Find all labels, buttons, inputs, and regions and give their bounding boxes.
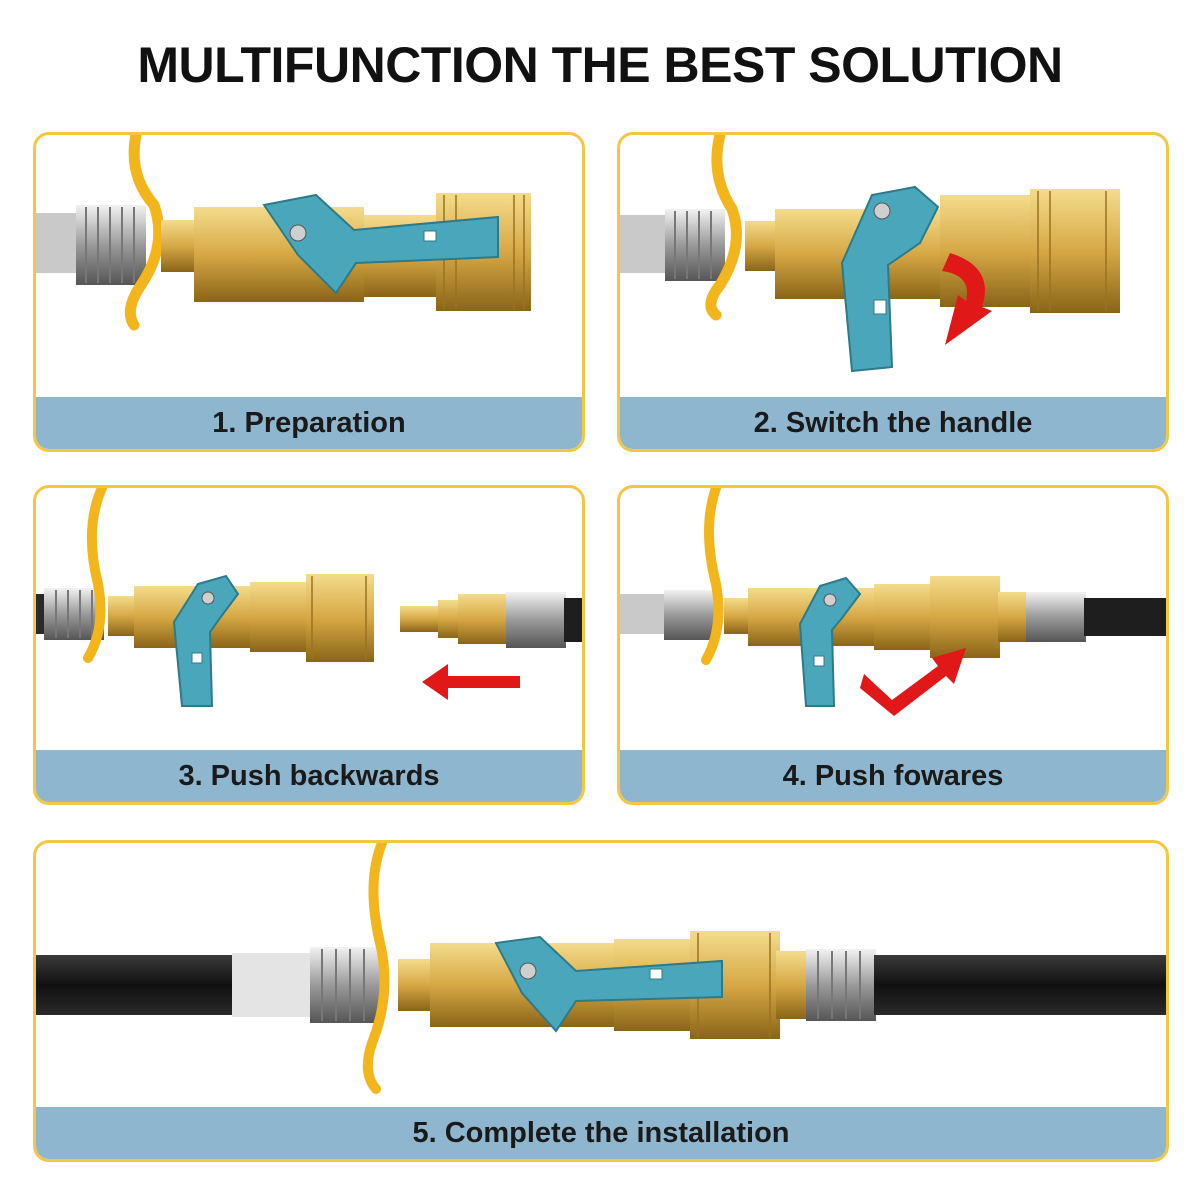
step-panel-push-forwards: 4. Push fowares: [617, 485, 1169, 805]
step-caption: 4. Push fowares: [620, 750, 1166, 802]
step-panel-preparation: 1. Preparation: [33, 132, 585, 452]
valve-closed-illustration: [36, 135, 531, 331]
step-caption: 5. Complete the installation: [36, 1107, 1166, 1159]
step-panel-complete-installation: 5. Complete the installation: [33, 840, 1169, 1162]
step-panel-push-backwards: 3. Push backwards: [33, 485, 585, 805]
step-caption: 1. Preparation: [36, 397, 582, 449]
valve-handle-switch-illustration: [620, 135, 1120, 373]
step-caption: 2. Switch the handle: [620, 397, 1166, 449]
page-title: MULTIFUNCTION THE BEST SOLUTION: [137, 37, 1063, 93]
arrow-up-right-icon: [860, 648, 966, 716]
push-backwards-illustration: [36, 488, 582, 707]
arrow-left-icon: [422, 664, 520, 700]
push-forwards-illustration: [620, 488, 1166, 716]
arrow-icon: [942, 253, 992, 345]
step-panel-switch-handle: 2. Switch the handle: [617, 132, 1169, 452]
step-caption: 3. Push backwards: [36, 750, 582, 802]
complete-installation-illustration: [36, 843, 1166, 1094]
